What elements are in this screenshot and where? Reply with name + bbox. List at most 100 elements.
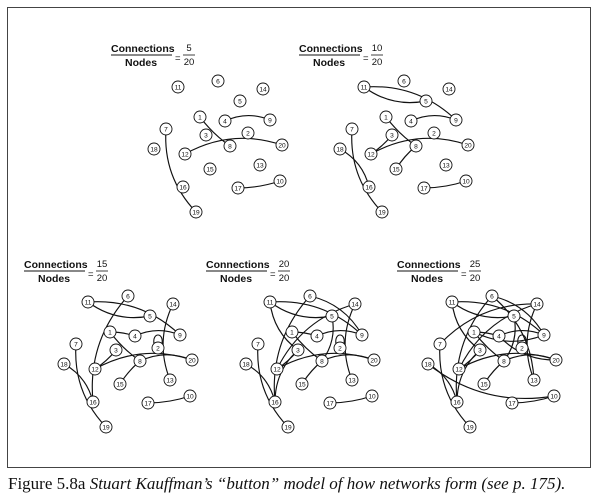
- node-label: 4: [409, 118, 413, 125]
- node-12: 12: [178, 147, 192, 161]
- button-circle: [467, 325, 481, 339]
- node-label: 19: [192, 209, 200, 216]
- button-circle: [450, 395, 464, 409]
- node-13: 13: [163, 373, 177, 387]
- node-7: 7: [433, 337, 447, 351]
- edge-group: [339, 86, 469, 213]
- node-label: 10: [368, 393, 376, 400]
- button-circle: [473, 343, 487, 357]
- node-label: 5: [148, 313, 152, 320]
- edge-6-16: [91, 295, 129, 403]
- button-circle: [492, 329, 506, 343]
- node-16: 16: [450, 395, 464, 409]
- node-11: 11: [263, 295, 277, 309]
- button-circle: [417, 181, 431, 195]
- nodes-value: 20: [184, 57, 195, 68]
- equals-sign: =: [88, 269, 94, 280]
- node-label: 13: [348, 377, 356, 384]
- button-circle: [86, 395, 100, 409]
- button-circle: [364, 147, 378, 161]
- button-circle: [505, 396, 519, 410]
- node-3: 3: [109, 343, 123, 357]
- node-18: 18: [147, 142, 161, 156]
- equals-sign: =: [461, 269, 467, 280]
- node-9: 9: [173, 328, 187, 342]
- node-label: 19: [284, 424, 292, 431]
- button-circle: [189, 205, 203, 219]
- node-8: 8: [133, 354, 147, 368]
- button-circle: [239, 357, 253, 371]
- node-label: 15: [480, 381, 488, 388]
- connections-value: 20: [279, 259, 290, 270]
- edge-6-9: [309, 295, 363, 336]
- node-label: 9: [454, 117, 458, 124]
- node-label: 14: [259, 86, 267, 93]
- node-label: 5: [238, 98, 242, 105]
- edge-1-9: [473, 331, 545, 342]
- node-label: 14: [533, 301, 541, 308]
- node-label: 11: [449, 299, 456, 306]
- node-label: 5: [512, 313, 516, 320]
- button-circle: [281, 420, 295, 434]
- node-9: 9: [355, 328, 369, 342]
- node-label: 7: [350, 126, 354, 133]
- edge-12-20: [370, 137, 469, 155]
- node-label: 5: [330, 313, 334, 320]
- numerator-label: Connections: [206, 259, 270, 271]
- button-circle: [303, 289, 317, 303]
- node-label: 20: [188, 357, 196, 364]
- node-label: 3: [296, 347, 300, 354]
- button-circle: [527, 373, 541, 387]
- edge-14-12: [458, 303, 538, 370]
- button-circle: [268, 395, 282, 409]
- node-19: 19: [463, 420, 477, 434]
- button-circle: [452, 362, 466, 376]
- node-10: 10: [365, 389, 379, 403]
- node-3: 3: [199, 128, 213, 142]
- button-circle: [253, 158, 267, 172]
- button-circle: [362, 180, 376, 194]
- node-16: 16: [176, 180, 190, 194]
- node-label: 13: [530, 377, 538, 384]
- button-circle: [241, 126, 255, 140]
- button-circle: [273, 174, 287, 188]
- button-circle: [81, 295, 95, 309]
- node-3: 3: [385, 128, 399, 142]
- node-label: 6: [402, 78, 406, 85]
- node-label: 9: [360, 332, 364, 339]
- node-label: 5: [424, 98, 428, 105]
- button-circle: [193, 110, 207, 124]
- button-circle: [211, 74, 225, 88]
- node-5: 5: [419, 94, 433, 108]
- edge-7-19: [75, 343, 107, 428]
- node-2: 2: [151, 341, 165, 355]
- button-circle: [251, 337, 265, 351]
- node-18: 18: [421, 357, 435, 371]
- button-circle: [171, 80, 185, 94]
- connections-value: 10: [372, 43, 383, 54]
- button-circle: [421, 357, 435, 371]
- node-13: 13: [439, 158, 453, 172]
- button-circle: [389, 162, 403, 176]
- node-8: 8: [315, 354, 329, 368]
- node-label: 19: [466, 424, 474, 431]
- node-7: 7: [345, 122, 359, 136]
- button-circle: [530, 297, 544, 311]
- button-circle: [537, 328, 551, 342]
- node-3: 3: [291, 343, 305, 357]
- node-11: 11: [81, 295, 95, 309]
- button-circle: [315, 354, 329, 368]
- button-circle: [348, 297, 362, 311]
- node-label: 13: [166, 377, 174, 384]
- node-8: 8: [497, 354, 511, 368]
- button-circle: [57, 357, 71, 371]
- node-label: 7: [74, 341, 78, 348]
- edge-14-13: [162, 303, 174, 381]
- node-1: 1: [467, 325, 481, 339]
- node-14: 14: [530, 297, 544, 311]
- node-20: 20: [185, 353, 199, 367]
- numerator-label: Connections: [299, 43, 363, 55]
- button-circle: [88, 362, 102, 376]
